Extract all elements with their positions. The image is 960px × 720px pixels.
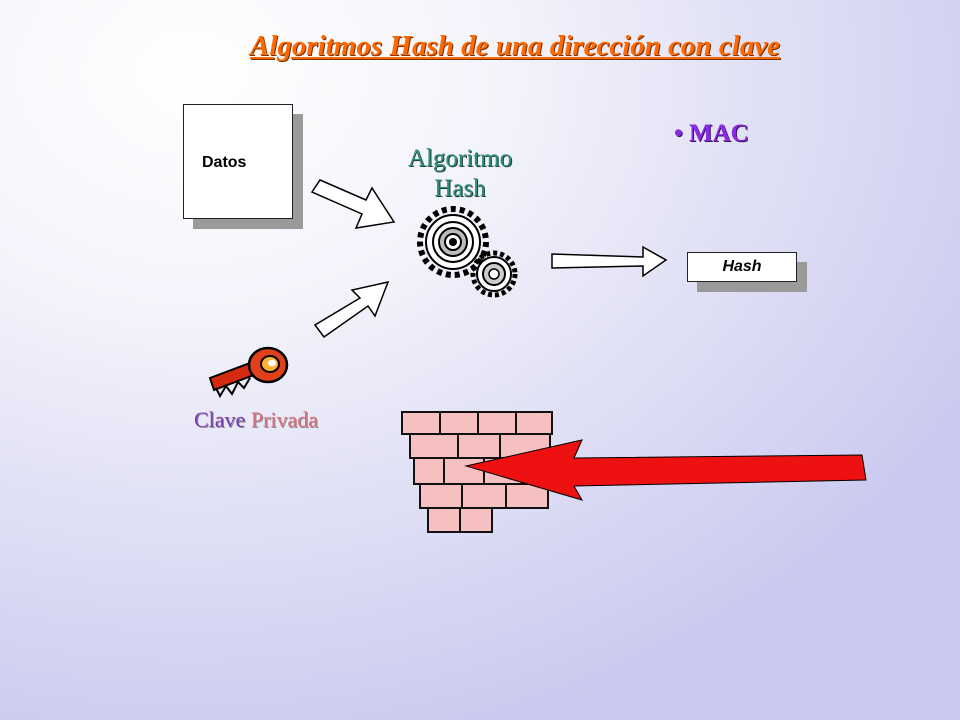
key-label: Clave Privada — [194, 407, 318, 433]
key-label-word1: Clave — [194, 407, 246, 432]
gears-icon — [417, 206, 518, 298]
key-icon — [208, 346, 289, 399]
algorithm-label: Algoritmo Hash — [380, 144, 540, 204]
brick-wall-icon — [401, 411, 553, 533]
data-to-algorithm-arrow — [310, 179, 396, 229]
output-hash-document: Hash — [687, 252, 797, 282]
mac-bullet-text: MAC — [689, 120, 749, 147]
key-label-word2: Privada — [250, 407, 319, 432]
page-title: Algoritmos Hash de una dirección con cla… — [250, 30, 781, 62]
algorithm-label-line1: Algoritmo — [407, 145, 513, 172]
input-document-label: Datos — [202, 154, 247, 171]
algorithm-label-line2: Hash — [434, 175, 486, 202]
key-to-algorithm-arrow — [313, 280, 390, 339]
input-document: Datos — [183, 104, 293, 219]
attack-arrow-icon — [464, 439, 867, 501]
algorithm-to-hash-arrow — [551, 245, 668, 278]
mac-bullet: • MAC — [674, 120, 749, 147]
